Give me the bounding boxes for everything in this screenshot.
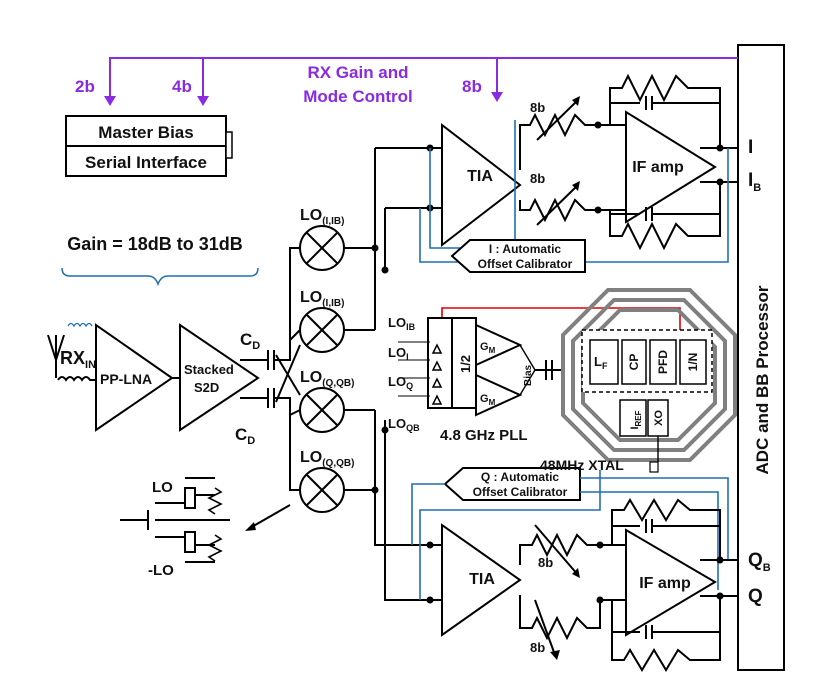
s2d-label-line2: S2D [194, 380, 219, 395]
pll-lo-q-label: LOQ [388, 374, 413, 391]
qb-output-label: QB [748, 550, 771, 574]
antenna-icon [47, 334, 96, 382]
cd-top-label: CD [240, 330, 260, 352]
lo-i-ib-label-2: LO(I,IB) [300, 289, 344, 309]
rx-in-label: RXIN [60, 348, 96, 371]
gm-bottom-label: GM [480, 393, 496, 407]
pp-lna-label: PP-LNA [100, 371, 152, 387]
gain-brace [61, 267, 259, 287]
tia-q-label: TIA [469, 571, 495, 588]
i-path [419, 73, 738, 273]
tia-i-label: TIA [467, 168, 493, 185]
if-amp-q-label: IF amp [639, 575, 691, 592]
xo-label: XO [653, 410, 665, 426]
q-bits-top: 8b [538, 555, 553, 570]
lo-driver-schematic [120, 477, 291, 563]
gain-mode-control-bus [104, 57, 738, 106]
q-offset-calibrator [443, 467, 581, 501]
div-n-label: 1/N [686, 353, 700, 372]
tia-q-amplifier [441, 523, 522, 637]
lo-q-qb-label-1: LO(Q,QB) [300, 369, 354, 389]
i-offset-calibrator [450, 239, 586, 273]
q-bits-bottom: 8b [530, 640, 545, 655]
master-bias-label: Master Bias [98, 123, 193, 142]
pp-lna-amplifier [95, 323, 174, 432]
pfd-label: PFD [656, 350, 670, 374]
div2-label: 1/2 [458, 355, 473, 373]
lo-driver-lo-label: LO [152, 479, 173, 496]
cp-label: CP [627, 354, 641, 371]
stacked-s2d-amplifier [179, 323, 260, 432]
gain-control-title-line1: RX Gain and [307, 63, 408, 82]
xtal-label: 48MHz XTAL [540, 457, 624, 473]
bits-8b-label: 8b [462, 77, 482, 96]
pll-lo-ib-label: LOIB [388, 315, 416, 332]
gain-range-label: Gain = 18dB to 31dB [67, 234, 243, 254]
bias-label: Bias [523, 364, 534, 386]
pll-lo-i-label: LOI [388, 345, 409, 362]
mixer-i [299, 225, 345, 271]
lo-q-qb-label-2: LO(Q,QB) [300, 449, 354, 469]
i-calibrator-line2: Offset Calibrator [478, 257, 573, 271]
tia-i-amplifier [441, 122, 522, 248]
pll-title: 4.8 GHz PLL [440, 427, 528, 444]
q-calibrator-line2: Offset Calibrator [473, 485, 568, 499]
mixer-q [299, 387, 345, 433]
adc-bb-processor-label: ADC and BB Processor [753, 285, 772, 474]
pll-block [398, 288, 737, 473]
s2d-label-line1: Stacked [184, 362, 234, 377]
q-output-label: Q [748, 586, 763, 607]
serial-interface-label: Serial Interface [85, 153, 207, 172]
adc-bb-processor-block [737, 44, 785, 671]
i-bits-bottom: 8b [530, 171, 545, 186]
if-amp-q [625, 528, 717, 637]
iref-label: IREF [629, 410, 643, 429]
if-amp-i [625, 110, 717, 224]
q-calibrator-line1: Q : Automatic [481, 470, 560, 484]
lo-i-ib-label-1: LO(I,IB) [300, 207, 344, 227]
bits-4b-label: 4b [172, 77, 192, 96]
gm-top-label: GM [480, 341, 496, 355]
cd-bottom-label: CD [235, 425, 255, 447]
lf-label: LF [594, 354, 608, 371]
ib-output-label: IB [748, 170, 761, 194]
gain-control-title-line2: Mode Control [303, 87, 413, 106]
if-amp-i-label: IF amp [632, 159, 684, 176]
rf-signal-icon [67, 322, 93, 328]
i-bits-top: 8b [530, 100, 545, 115]
master-bias-serial-box [65, 115, 233, 177]
mixer-qb [299, 467, 345, 513]
pll-lo-qb-label: LOQB [388, 416, 420, 433]
q-path [411, 467, 738, 672]
i-output-label: I [748, 137, 753, 158]
i-calibrator-line1: I : Automatic [489, 242, 562, 256]
mixer-ib [299, 307, 345, 353]
bits-2b-label: 2b [75, 77, 95, 96]
cd-capacitors [240, 340, 291, 415]
lo-driver-neg-lo-label: -LO [148, 562, 174, 579]
